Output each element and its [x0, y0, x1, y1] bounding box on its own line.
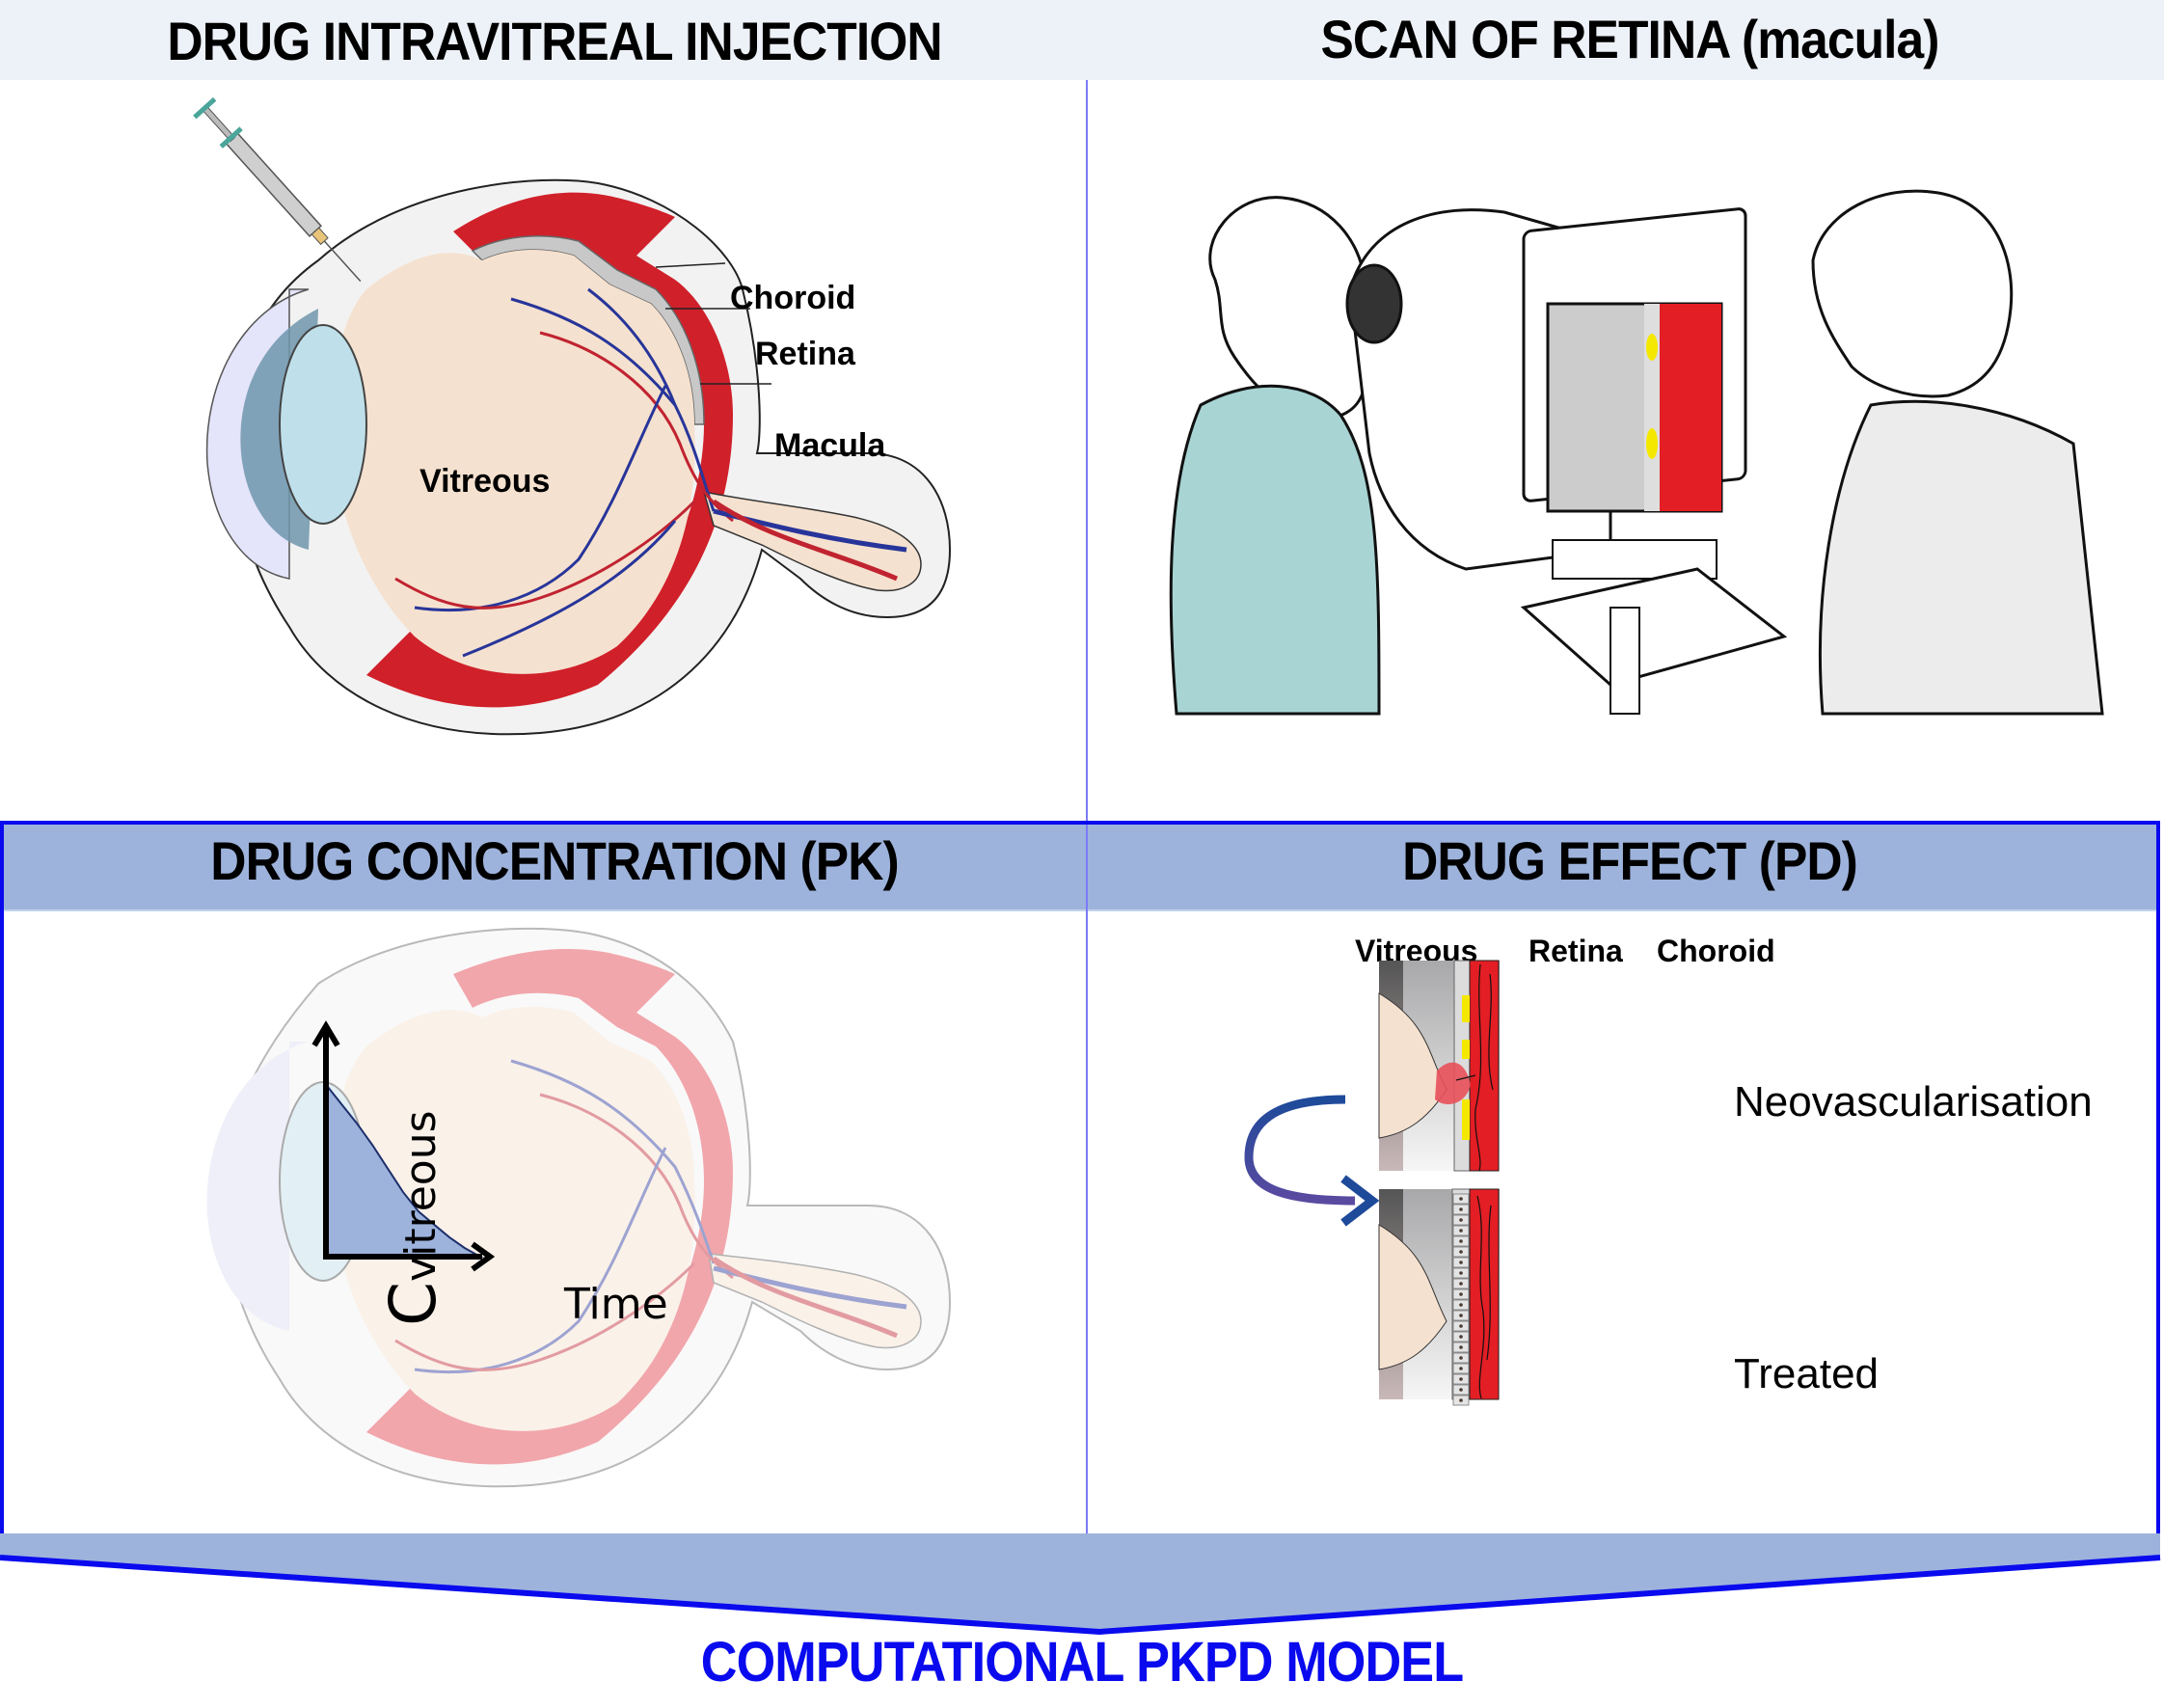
treatment-arrow-head — [1340, 1175, 1380, 1227]
panel-title-scan: SCAN OF RETINA (macula) — [1320, 9, 1939, 69]
rpe-cell-nucleus — [1459, 1218, 1463, 1222]
pkpd-header-band — [4, 825, 2156, 911]
rpe-cell-nucleus — [1459, 1250, 1463, 1254]
label-macula: Macula — [774, 427, 886, 464]
pk-eye-illustration — [206, 927, 952, 1488]
rpe-cell-nucleus — [1459, 1377, 1463, 1381]
oct-scanner-illustration — [1345, 207, 1788, 715]
pd-tissue-panels — [1244, 960, 1500, 1406]
pd-panel-treated — [1378, 1188, 1500, 1406]
top-title-band — [0, 0, 2164, 80]
computational-pkpd-model-title: COMPUTATIONAL PKPD MODEL — [700, 1631, 1464, 1694]
vertical-divider-top — [1086, 80, 1088, 823]
rpe-cell-nucleus — [1459, 1398, 1463, 1402]
rpe-cell-nucleus — [1459, 1197, 1463, 1201]
operator-illustration — [1811, 189, 2104, 716]
pk-chart — [311, 1020, 496, 1272]
rpe-cell-nucleus — [1459, 1239, 1463, 1243]
rpe-cell-nucleus — [1459, 1261, 1463, 1264]
choroid-layer — [366, 192, 733, 708]
lens — [279, 324, 367, 525]
y-axis-arrowhead — [311, 1020, 340, 1047]
y-axis-label: Cvitreous — [376, 1110, 450, 1326]
label-vitreous: Vitreous — [419, 463, 551, 500]
pd-state-treated: Treated — [1734, 1350, 1880, 1397]
rpe-cell-nucleus — [1459, 1282, 1463, 1286]
rpe-cell-nucleus — [1459, 1292, 1463, 1296]
rpe-cell-nucleus — [1459, 1324, 1463, 1328]
patient-illustration — [1169, 196, 1381, 716]
pd-column-label-retina: Retina — [1528, 934, 1623, 968]
pkpd-frame — [0, 821, 2160, 1536]
syringe-icon — [193, 96, 362, 283]
monitor-screen — [1546, 302, 1723, 513]
label-retina: Retina — [755, 336, 855, 372]
choroid-leader-line — [655, 262, 726, 268]
rpe-cell-nucleus — [1459, 1356, 1463, 1360]
pd-panel-neovascularisation — [1378, 960, 1500, 1172]
x-axis-label: Time — [564, 1280, 668, 1329]
y-axis-label-c: C — [376, 1281, 450, 1326]
rpe-cell-nucleus — [1459, 1229, 1463, 1233]
rpe-cell-column — [1452, 1193, 1470, 1406]
rpe-cell-nucleus — [1459, 1303, 1463, 1307]
x-axis-arrowhead — [471, 1241, 496, 1272]
retina-scan-illustration — [1169, 189, 2104, 716]
pd-state-neovascularisation: Neovascularisation — [1734, 1078, 2093, 1125]
y-axis-label-subscript: vitreous — [396, 1110, 446, 1282]
rpe-cell-nucleus — [1459, 1271, 1463, 1275]
eye-injection-illustration — [193, 96, 952, 736]
vertical-divider-bottom — [1086, 825, 1088, 1536]
concentration-area — [325, 1081, 484, 1258]
rpe-cell-nucleus — [1459, 1314, 1463, 1317]
rpe-cell-nucleus — [1459, 1335, 1463, 1339]
panel-title-injection: DRUG INTRAVITREAL INJECTION — [167, 11, 942, 71]
rpe-cell-nucleus — [1459, 1388, 1463, 1392]
pd-column-label-choroid: Choroid — [1657, 934, 1775, 968]
pkpd-chevron — [0, 1533, 2161, 1636]
treatment-arrow-curve — [1244, 1095, 1356, 1206]
label-choroid: Choroid — [730, 280, 856, 316]
rpe-cell-nucleus — [1459, 1367, 1463, 1370]
retinal-vessels — [394, 287, 907, 658]
panel-title-pd: DRUG EFFECT (PD) — [1402, 830, 1858, 891]
rpe-cell-nucleus — [1459, 1207, 1463, 1211]
panel-title-pk: DRUG CONCENTRATION (PK) — [210, 830, 899, 891]
rpe-cell-nucleus — [1459, 1345, 1463, 1349]
